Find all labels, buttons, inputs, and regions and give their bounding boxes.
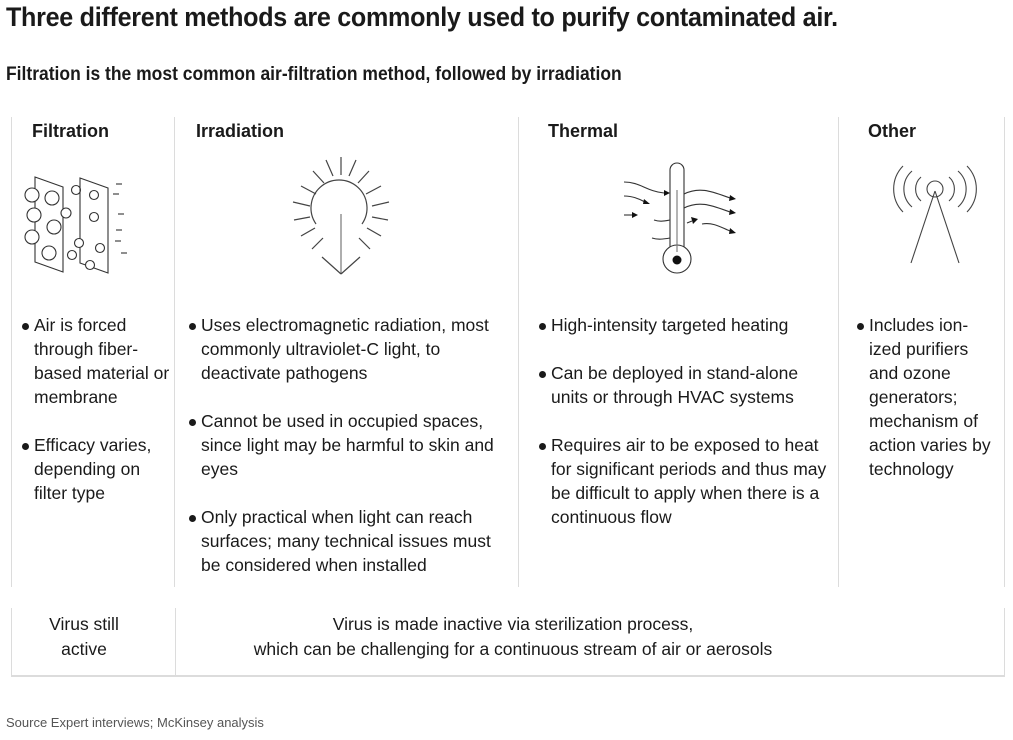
antenna-broadcast-icon: [893, 163, 979, 267]
list-item: Can be deployed in stand-alone units or …: [539, 361, 829, 409]
outcome-border-bottom: [11, 675, 1005, 677]
list-item: Efficacy varies, depending on filter typ…: [22, 433, 172, 505]
bullet-list-other: Includes ion-ized purifiers and ozone ge…: [857, 313, 997, 505]
thermometer-airflow-icon: [618, 158, 748, 278]
list-item: Cannot be used in occupied spaces, since…: [189, 409, 514, 481]
column-heading-other: Other: [868, 121, 917, 141]
list-item: Includes ion-ized purifiers and ozone ge…: [857, 313, 997, 481]
divider-thermal-other: [838, 117, 839, 587]
column-heading-thermal: Thermal: [548, 121, 619, 141]
outcome-sterilization-line2: which can be challenging for a continuou…: [253, 639, 773, 659]
list-item: Requires air to be exposed to heat for s…: [539, 433, 829, 529]
outcome-sterilization-line1: Virus is made inactive via sterilization…: [332, 614, 694, 634]
divider-left: [11, 117, 12, 587]
divider-right: [1004, 117, 1005, 587]
bullet-list-thermal: High-intensity targeted heating Can be d…: [539, 313, 829, 553]
outcome-divider: [175, 608, 176, 676]
divider-filtration-irradiation: [174, 117, 175, 587]
page-subtitle: Filtration is the most common air-filtra…: [6, 64, 622, 85]
divider-irradiation-thermal: [518, 117, 519, 587]
bullet-list-irradiation: Uses electromagnetic radiation, most com…: [189, 313, 514, 601]
outcome-border-right: [1004, 608, 1005, 676]
radiating-light-icon: [282, 152, 402, 278]
list-item: High-intensity targeted heating: [539, 313, 829, 337]
outcome-border-left: [11, 608, 12, 676]
page-title: Three different methods are commonly use…: [6, 2, 838, 32]
filter-membrane-icon: [22, 175, 132, 275]
outcome-filtration: Virus still active: [49, 614, 119, 659]
list-item: Air is forced through fiber-based materi…: [22, 313, 172, 409]
bullet-list-filtration: Air is forced through fiber-based materi…: [22, 313, 172, 529]
column-heading-irradiation: Irradiation: [196, 121, 285, 141]
column-heading-filtration: Filtration: [32, 121, 109, 141]
source-note: Source Expert interviews; McKinsey analy…: [6, 715, 264, 730]
list-item: Uses electromagnetic radiation, most com…: [189, 313, 514, 385]
list-item: Only practical when light can reach surf…: [189, 505, 514, 577]
